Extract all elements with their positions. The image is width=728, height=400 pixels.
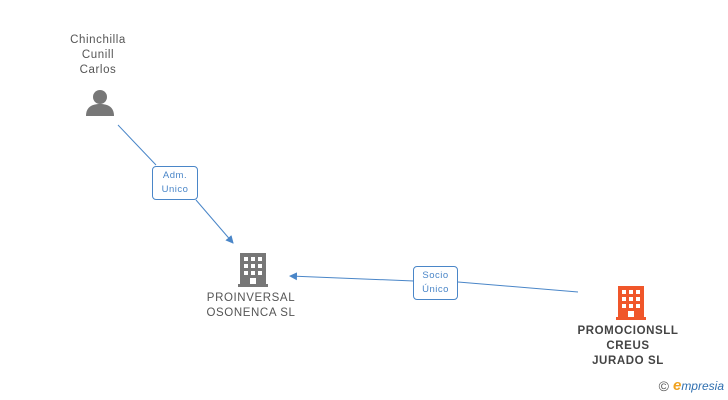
building-icon-main[interactable]	[238, 253, 268, 287]
company-main-label[interactable]: PROINVERSAL OSONENCA SL	[196, 291, 306, 321]
company-owner-line-1: PROMOCIONSLL	[577, 325, 679, 337]
brand-footer: © empresia	[659, 377, 724, 394]
person-label[interactable]: Chinchilla Cunill Carlos	[50, 33, 146, 78]
edge-adm-line-2: Unico	[161, 184, 189, 195]
person-name-line-1: Chinchilla	[70, 34, 126, 46]
person-name-line-3: Carlos	[79, 64, 117, 76]
logo-text: mpresia	[681, 379, 724, 393]
edge-adm-line-1: Adm.	[162, 170, 188, 181]
person-name-line-2: Cunill	[81, 49, 115, 61]
company-owner-label[interactable]: PROMOCIONSLL CREUS JURADO SL	[568, 324, 688, 369]
edge-socio-line-2: Único	[422, 284, 449, 295]
edge-adm-line	[117, 124, 233, 243]
company-owner-line-3: JURADO SL	[592, 355, 664, 367]
edge-socio-label: Socio Único	[413, 266, 458, 300]
building-icon-owner[interactable]	[616, 286, 646, 320]
edge-socio-line	[290, 276, 579, 293]
logo-initial: e	[672, 377, 682, 394]
edge-adm-label: Adm. Unico	[152, 166, 198, 200]
edge-socio-line-1: Socio	[422, 270, 449, 281]
person-icon[interactable]	[86, 90, 114, 116]
empresia-logo[interactable]: empresia	[673, 377, 724, 394]
company-main-line-1: PROINVERSAL	[206, 292, 296, 304]
copyright-symbol: ©	[658, 377, 669, 394]
company-main-line-2: OSONENCA SL	[206, 307, 296, 319]
company-owner-line-2: CREUS	[606, 340, 650, 352]
